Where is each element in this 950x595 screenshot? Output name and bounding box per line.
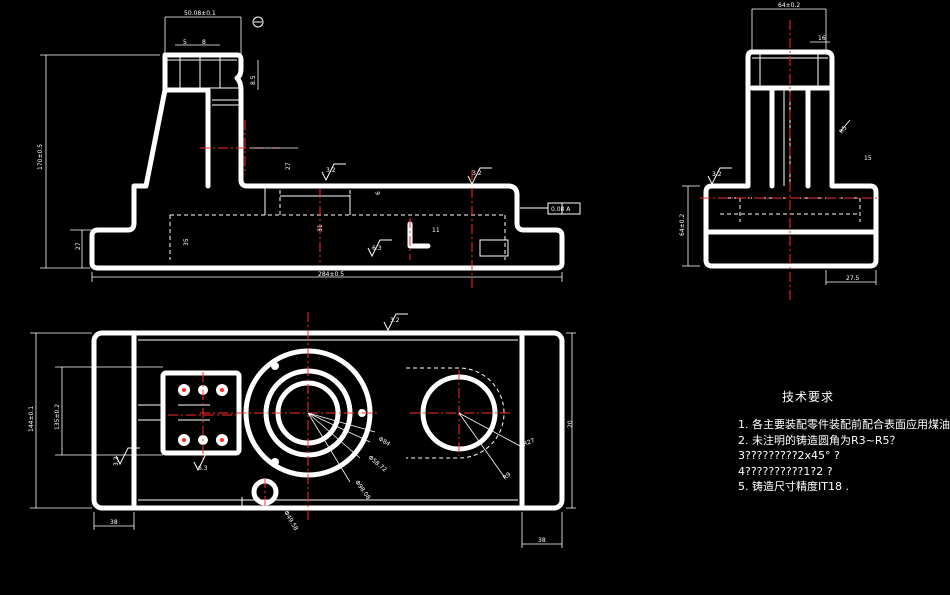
front-view: 50.08±0.1 170±0.5 284±0.5 27 35 8.5 5 8 …	[37, 10, 581, 290]
top-d1: Φ84	[377, 436, 391, 448]
front-overall-height: 170±0.5	[37, 144, 44, 170]
note-item: 2. 未注明的铸造圆角为R3~R5？	[738, 433, 901, 447]
notes-title: 技术要求	[782, 390, 835, 404]
svg-text:3.2: 3.2	[712, 171, 722, 178]
side-view: 64±0.2 64±0.2 27.5 16 R5 15 3.2	[679, 2, 880, 300]
note-item: 4??????????1?2 ?	[738, 464, 833, 478]
svg-text:6.3: 6.3	[372, 245, 382, 252]
note-item: 5. 铸造尺寸精度IT18 .	[738, 480, 849, 493]
top-right-margin: 38	[538, 537, 546, 544]
front-top-width: 50.08±0.1	[184, 10, 216, 17]
svg-text:3.2: 3.2	[472, 170, 482, 177]
side-small-2: 15	[864, 155, 872, 162]
note-item: 1. 各主要装配零件装配前配合表面应用煤油	[738, 418, 950, 431]
roughness-symbol: 6.3	[367, 239, 392, 258]
top-left-margin: 38	[110, 519, 118, 526]
roughness-symbol: 3.2	[113, 447, 140, 466]
note-item: 3?????????2x45° ?	[738, 449, 840, 462]
top-width: 144±0.1	[28, 406, 35, 432]
top-r2: R9	[502, 471, 513, 482]
side-bottom-offset: 27.5	[846, 275, 860, 282]
front-base-length: 284±0.5	[318, 271, 344, 278]
svg-text:0.08 A: 0.08 A	[551, 206, 571, 213]
front-base-height: 27	[75, 242, 82, 250]
front-small-2: 8	[202, 39, 206, 46]
front-small-1: 5	[183, 39, 187, 46]
top-d2: Φ58.72	[367, 454, 388, 474]
callout-marker	[252, 16, 264, 28]
svg-text:3.2: 3.2	[113, 456, 120, 466]
side-radius: R5	[838, 125, 849, 136]
svg-text:3.2: 3.2	[390, 317, 400, 324]
front-small-4: 27	[285, 162, 292, 170]
roughness-symbol: 6.3	[193, 453, 218, 472]
roughness-symbol: 3.2	[467, 167, 492, 186]
svg-text:3.2: 3.2	[326, 167, 336, 174]
roughness-symbol: 3.2	[321, 163, 346, 182]
technical-requirements: 技术要求 1. 各主要装配零件装配前配合表面应用煤油 2. 未注明的铸造圆角为R…	[738, 388, 950, 495]
side-height: 64±0.2	[679, 214, 686, 236]
top-r1: R27	[522, 437, 536, 448]
datum-frame: 0.08 A	[520, 202, 581, 215]
top-inner: 135±0.2	[54, 404, 61, 430]
top-d4: Φ49.58	[282, 510, 299, 533]
front-small-5: 6	[375, 191, 382, 195]
side-top-width: 64±0.2	[778, 2, 800, 9]
front-mid-height: 35	[183, 238, 190, 246]
svg-text:6.3: 6.3	[198, 465, 208, 472]
roughness-symbol: 3.2	[383, 313, 408, 332]
front-slot-depth: 8.5	[250, 75, 257, 85]
front-small-6: 11	[432, 227, 440, 234]
roughness-symbol: 3.2	[707, 167, 732, 186]
top-small: 20	[567, 420, 574, 428]
side-small-1: 16	[818, 35, 826, 42]
front-small-3: 31	[317, 224, 324, 232]
top-d3: Φ98.08	[353, 479, 371, 501]
top-view: 144±0.1 135±0.2 38 38 Φ84 Φ58.72 Φ98.08 …	[28, 312, 576, 548]
